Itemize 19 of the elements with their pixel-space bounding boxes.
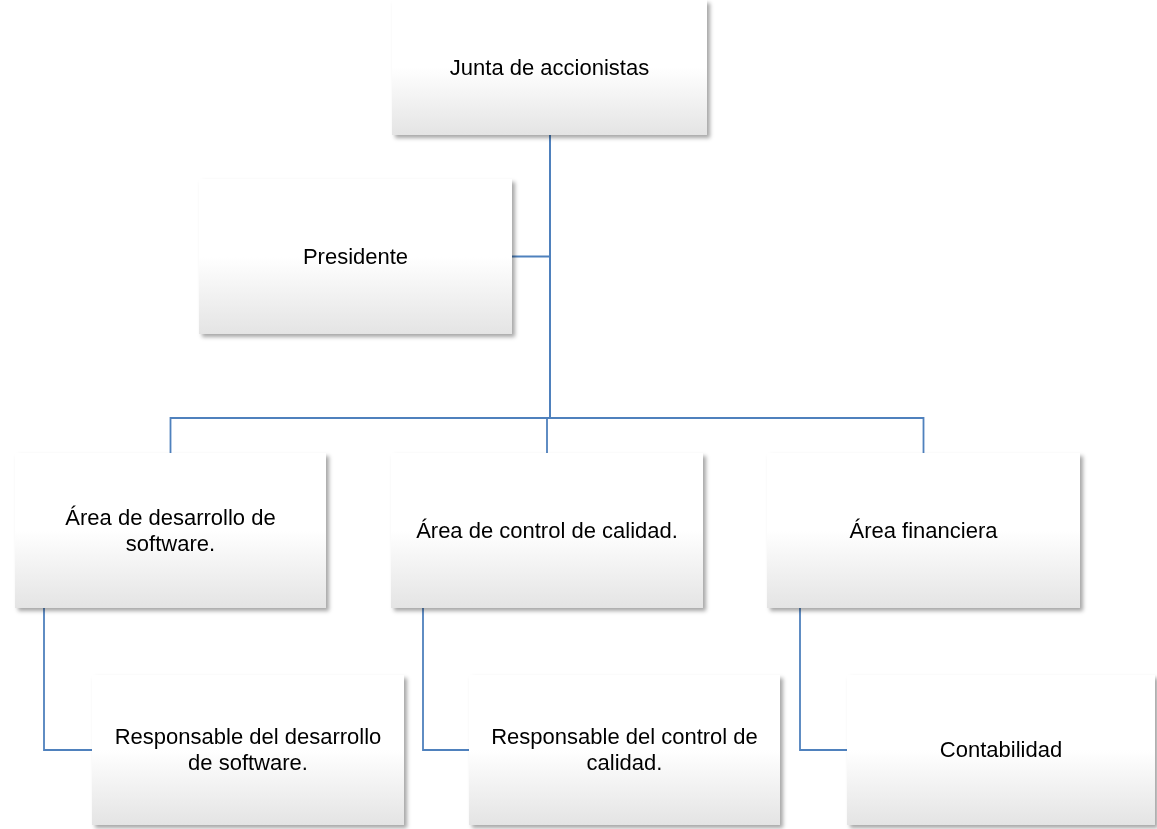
box-label: Presidente (302, 243, 409, 270)
org-box (391, 453, 703, 608)
org-box (767, 453, 1080, 608)
connector-line (43, 607, 93, 751)
org-box (392, 0, 707, 135)
connector-line (422, 607, 470, 751)
org-box (469, 675, 780, 825)
org-box (199, 179, 512, 334)
connector-line (799, 607, 848, 751)
box-label: Contabilidad (939, 737, 1063, 763)
box-label: Área financiera (849, 517, 998, 544)
box-label: Responsable del control de calidad. (490, 724, 759, 776)
org-box (92, 675, 404, 825)
box-label: Área de desarrollo de software. (64, 504, 277, 557)
box-label: Área de control de calidad. (416, 517, 678, 544)
box-label: Responsable del desarrollo de software. (113, 724, 383, 776)
org-box (847, 675, 1155, 825)
org-box (15, 453, 326, 608)
box-label: Junta de accionistas (449, 54, 650, 81)
